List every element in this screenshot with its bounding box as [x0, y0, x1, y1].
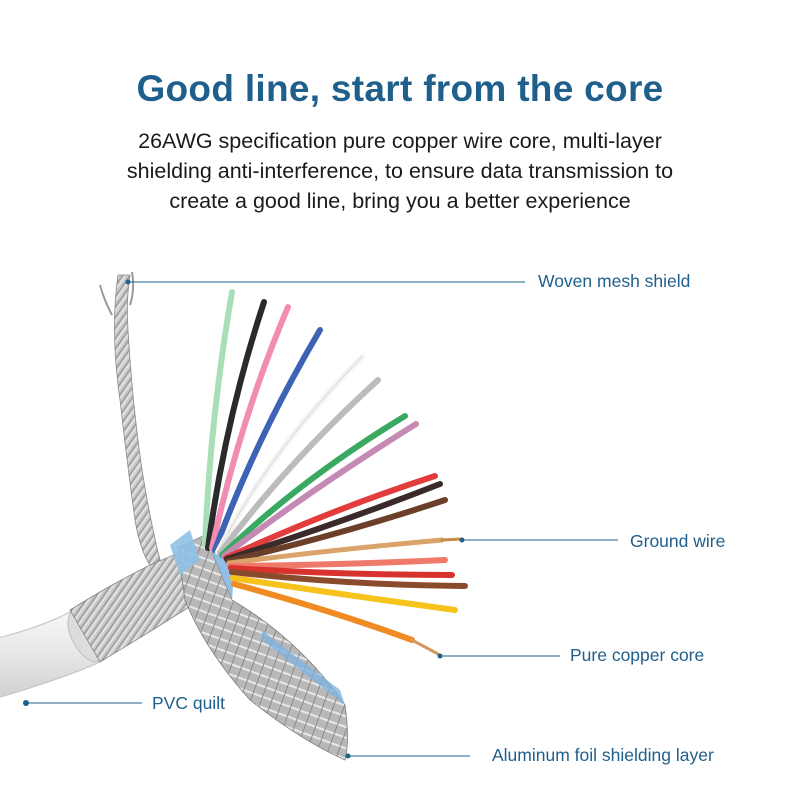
label-aluminum-foil-shielding-layer: Aluminum foil shielding layer [492, 745, 714, 765]
wire-brown [225, 497, 448, 564]
wire-pink [209, 304, 291, 551]
wire-orange [231, 581, 415, 643]
wire-black [205, 299, 267, 551]
label-pvc-quilt: PVC quilt [152, 693, 225, 713]
wire-tan [226, 537, 445, 566]
copper-tip-core [410, 638, 440, 656]
wire-green-light [202, 289, 235, 548]
wire-brown-2 [229, 569, 468, 589]
subtitle-line-2: shielding anti-interference, to ensure d… [126, 159, 674, 183]
page-title: Good line, start from the core [136, 68, 664, 109]
wire-green [219, 413, 408, 558]
label-ground-wire: Ground wire [630, 531, 726, 551]
wire-bundle [202, 289, 468, 656]
wire-gray [217, 377, 381, 556]
wire-white-outline [217, 356, 363, 553]
wire-coral [227, 557, 448, 569]
callout-leaders [23, 279, 618, 759]
wire-red [223, 473, 438, 561]
label-pure-copper-core: Pure copper core [570, 645, 705, 665]
wire-yellow [230, 575, 458, 613]
subtitle-line-1: 26AWG specification pure copper wire cor… [138, 129, 662, 153]
label-woven-mesh-shield: Woven mesh shield [538, 271, 691, 291]
page-subtitle: 26AWG specification pure copper wire cor… [60, 126, 740, 216]
wire-blue [212, 327, 323, 553]
copper-tip-ground [440, 537, 464, 542]
subtitle-line-3: create a good line, bring you a better e… [169, 189, 631, 213]
wire-dark [224, 481, 443, 562]
wire-red-2 [228, 565, 455, 578]
wire-violet [221, 421, 419, 559]
